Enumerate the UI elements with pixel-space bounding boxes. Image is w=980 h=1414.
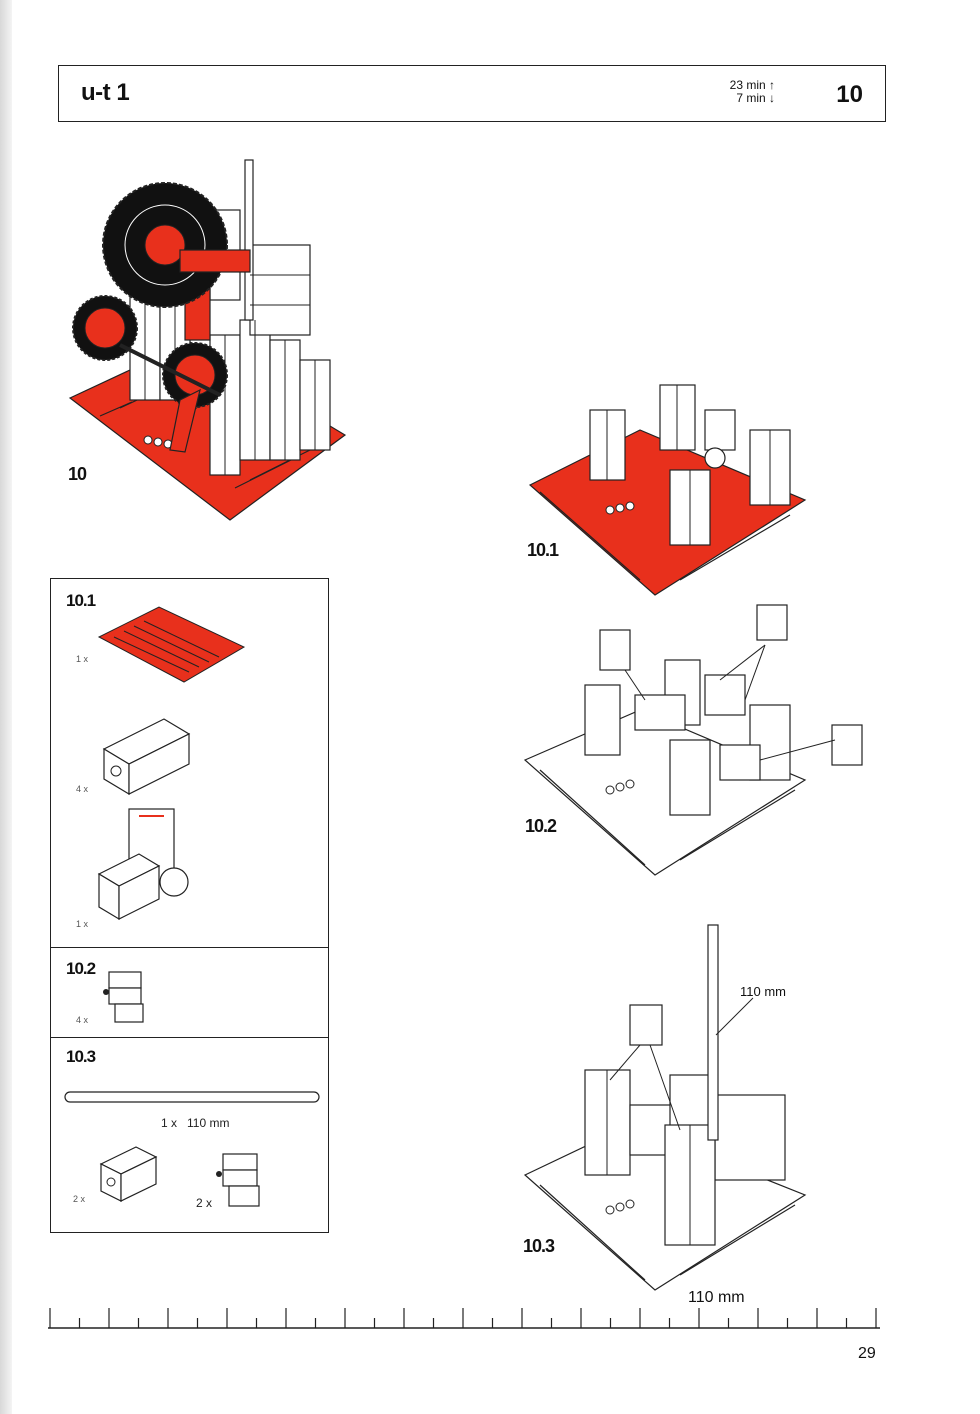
- step-10-3-illustration: [523, 924, 807, 1291]
- parts-10-1-label: 10.1: [66, 591, 96, 610]
- qty-hinge: 1 x: [76, 919, 89, 929]
- step-10-2-illustration: [523, 604, 863, 876]
- ruler: [48, 1308, 880, 1329]
- axle-part: [64, 1091, 320, 1103]
- step-10-1-label: 10.1: [527, 540, 559, 560]
- clip-part-10-2: [103, 971, 144, 1023]
- step-10-2-label: 10.2: [525, 816, 557, 836]
- parts-divider-2: [51, 1037, 328, 1038]
- page-number: 29: [858, 1345, 876, 1362]
- base-length-callout: 110 mm: [688, 1289, 745, 1306]
- parts-10-2-label: 10.2: [66, 959, 96, 978]
- parts-10-3-label: 10.3: [66, 1047, 96, 1066]
- qty-clip-10-3: 2 x: [196, 1196, 213, 1210]
- qty-axle: 1 x: [161, 1116, 178, 1130]
- time-down: 7 min ↓: [736, 91, 775, 105]
- clip-part-10-3: [216, 1153, 260, 1207]
- qty-block-10-3: 2 x: [73, 1194, 86, 1204]
- axle-length-part: 110 mm: [187, 1116, 230, 1130]
- hinge-block-part: [97, 808, 189, 921]
- main-model-illustration: [68, 159, 347, 521]
- build-times: 23 min ↑ 7 min ↓: [730, 79, 775, 105]
- parts-list-panel: 10.1 1 x 4 x 1 x 10.2 4 x 10.3 1 x 110 m: [50, 578, 329, 1233]
- time-up: 23 min ↑: [729, 78, 775, 92]
- building-block-part-10-3: [99, 1146, 158, 1202]
- qty-plate: 1 x: [76, 654, 89, 664]
- qty-clip-10-2: 4 x: [76, 1015, 89, 1025]
- axle-length-callout: 110 mm: [740, 984, 786, 999]
- building-block-part: [102, 718, 191, 796]
- step-10-1-illustration: [528, 384, 807, 596]
- qty-block: 4 x: [76, 784, 89, 794]
- main-step-label: 10: [68, 464, 87, 484]
- header-box: u-t 1 23 min ↑ 7 min ↓ 10: [58, 65, 886, 122]
- step-number: 10: [836, 81, 863, 108]
- parts-divider-1: [51, 947, 328, 948]
- model-title: u-t 1: [81, 79, 130, 106]
- book-spine-shadow: [0, 0, 12, 1414]
- step-10-3-label: 10.3: [523, 1236, 555, 1256]
- red-base-plate-part: [97, 606, 246, 683]
